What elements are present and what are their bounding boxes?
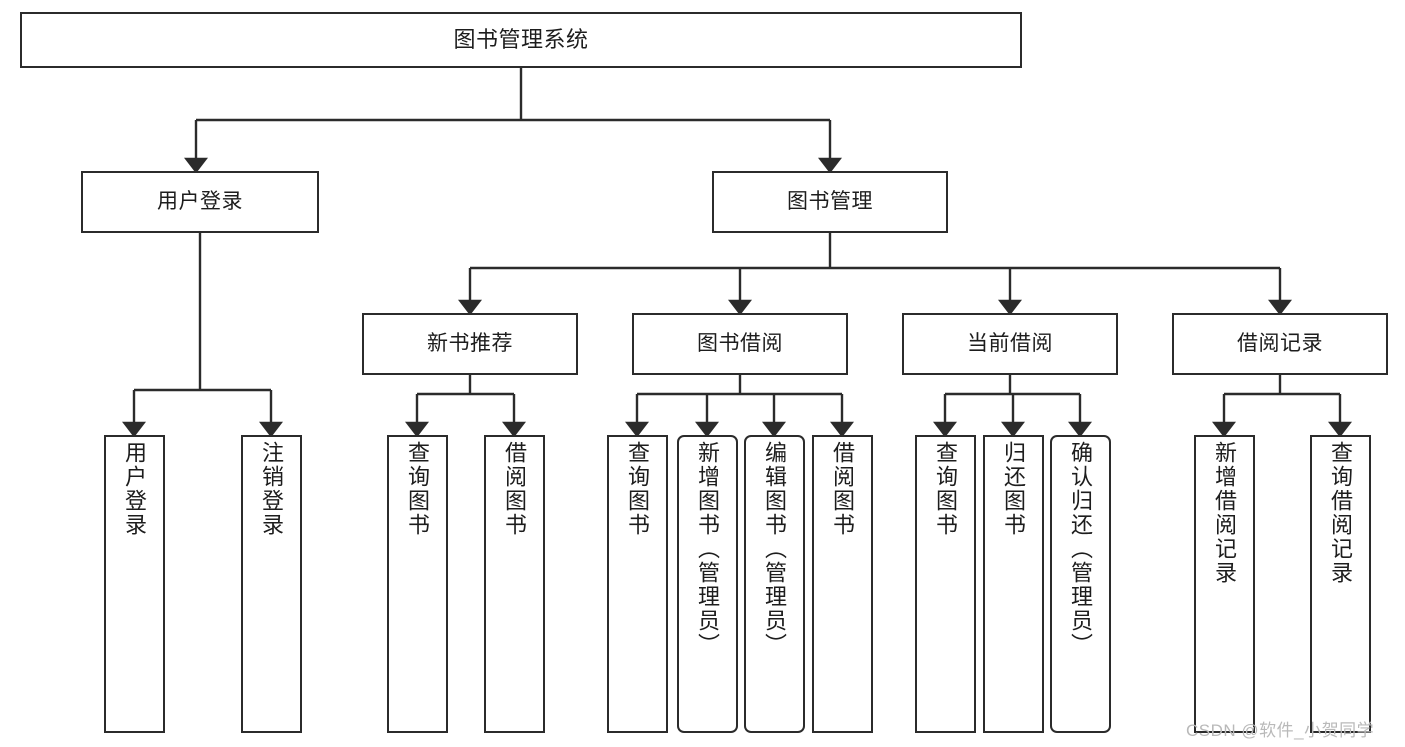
edge-current-borrow-to-leaves bbox=[933, 375, 1092, 438]
node-new-book-rec[interactable]: 新书推荐 bbox=[362, 313, 578, 375]
node-leaf-query-2[interactable]: 查询图书 bbox=[607, 435, 668, 733]
node-leaf-query-3[interactable]: 查询图书 bbox=[915, 435, 976, 733]
node-book-borrow[interactable]: 图书借阅 bbox=[632, 313, 848, 375]
node-label-leaf-query-3: 查询图书 bbox=[933, 441, 959, 537]
node-label-leaf-query-rec: 查询借阅记录 bbox=[1328, 441, 1354, 585]
node-label-book-manage: 图书管理 bbox=[787, 189, 873, 213]
node-leaf-edit-book[interactable]: 编辑图书（管理员） bbox=[744, 435, 805, 733]
node-leaf-confirm[interactable]: 确认归还（管理员） bbox=[1050, 435, 1111, 733]
edge-user-login-to-leaves bbox=[122, 233, 283, 438]
edge-borrow-record-to-leaves bbox=[1212, 375, 1352, 438]
node-label-leaf-login: 用户登录 bbox=[122, 441, 148, 537]
node-leaf-return[interactable]: 归还图书 bbox=[983, 435, 1044, 733]
node-leaf-borrow-1[interactable]: 借阅图书 bbox=[484, 435, 545, 733]
node-leaf-login[interactable]: 用户登录 bbox=[104, 435, 165, 733]
node-label-leaf-query-2: 查询图书 bbox=[625, 441, 651, 537]
node-book-manage[interactable]: 图书管理 bbox=[712, 171, 948, 233]
edge-book-borrow-to-leaves bbox=[625, 375, 854, 438]
node-label-leaf-add-rec: 新增借阅记录 bbox=[1212, 441, 1238, 585]
node-label-new-book-rec: 新书推荐 bbox=[427, 331, 513, 355]
node-label-current-borrow: 当前借阅 bbox=[967, 331, 1053, 355]
node-label-leaf-confirm: 确认归还（管理员） bbox=[1068, 441, 1094, 657]
node-label-root: 图书管理系统 bbox=[453, 26, 589, 52]
node-label-leaf-add-book: 新增图书（管理员） bbox=[695, 441, 721, 657]
node-leaf-logout[interactable]: 注销登录 bbox=[241, 435, 302, 733]
node-leaf-query-rec[interactable]: 查询借阅记录 bbox=[1310, 435, 1371, 733]
edge-new-book-rec-to-leaves bbox=[405, 375, 526, 438]
watermark: CSDN @软件_小贺同学 bbox=[1186, 721, 1375, 740]
node-label-leaf-borrow-1: 借阅图书 bbox=[502, 441, 528, 537]
node-label-leaf-edit-book: 编辑图书（管理员） bbox=[762, 441, 788, 657]
node-label-borrow-record: 借阅记录 bbox=[1237, 331, 1323, 355]
node-leaf-borrow-2[interactable]: 借阅图书 bbox=[812, 435, 873, 733]
node-root[interactable]: 图书管理系统 bbox=[20, 12, 1022, 68]
node-label-leaf-query-1: 查询图书 bbox=[405, 441, 431, 537]
node-label-leaf-logout: 注销登录 bbox=[259, 441, 285, 537]
node-user-login[interactable]: 用户登录 bbox=[81, 171, 319, 233]
node-label-user-login: 用户登录 bbox=[157, 189, 243, 213]
node-current-borrow[interactable]: 当前借阅 bbox=[902, 313, 1118, 375]
edge-book-manage-to-level2 bbox=[458, 233, 1292, 316]
node-leaf-add-book[interactable]: 新增图书（管理员） bbox=[677, 435, 738, 733]
node-leaf-add-rec[interactable]: 新增借阅记录 bbox=[1194, 435, 1255, 733]
node-leaf-query-1[interactable]: 查询图书 bbox=[387, 435, 448, 733]
edge-root-to-level1 bbox=[184, 68, 842, 174]
node-label-leaf-return: 归还图书 bbox=[1001, 441, 1027, 537]
node-borrow-record[interactable]: 借阅记录 bbox=[1172, 313, 1388, 375]
node-label-leaf-borrow-2: 借阅图书 bbox=[830, 441, 856, 537]
node-label-book-borrow: 图书借阅 bbox=[697, 331, 783, 355]
